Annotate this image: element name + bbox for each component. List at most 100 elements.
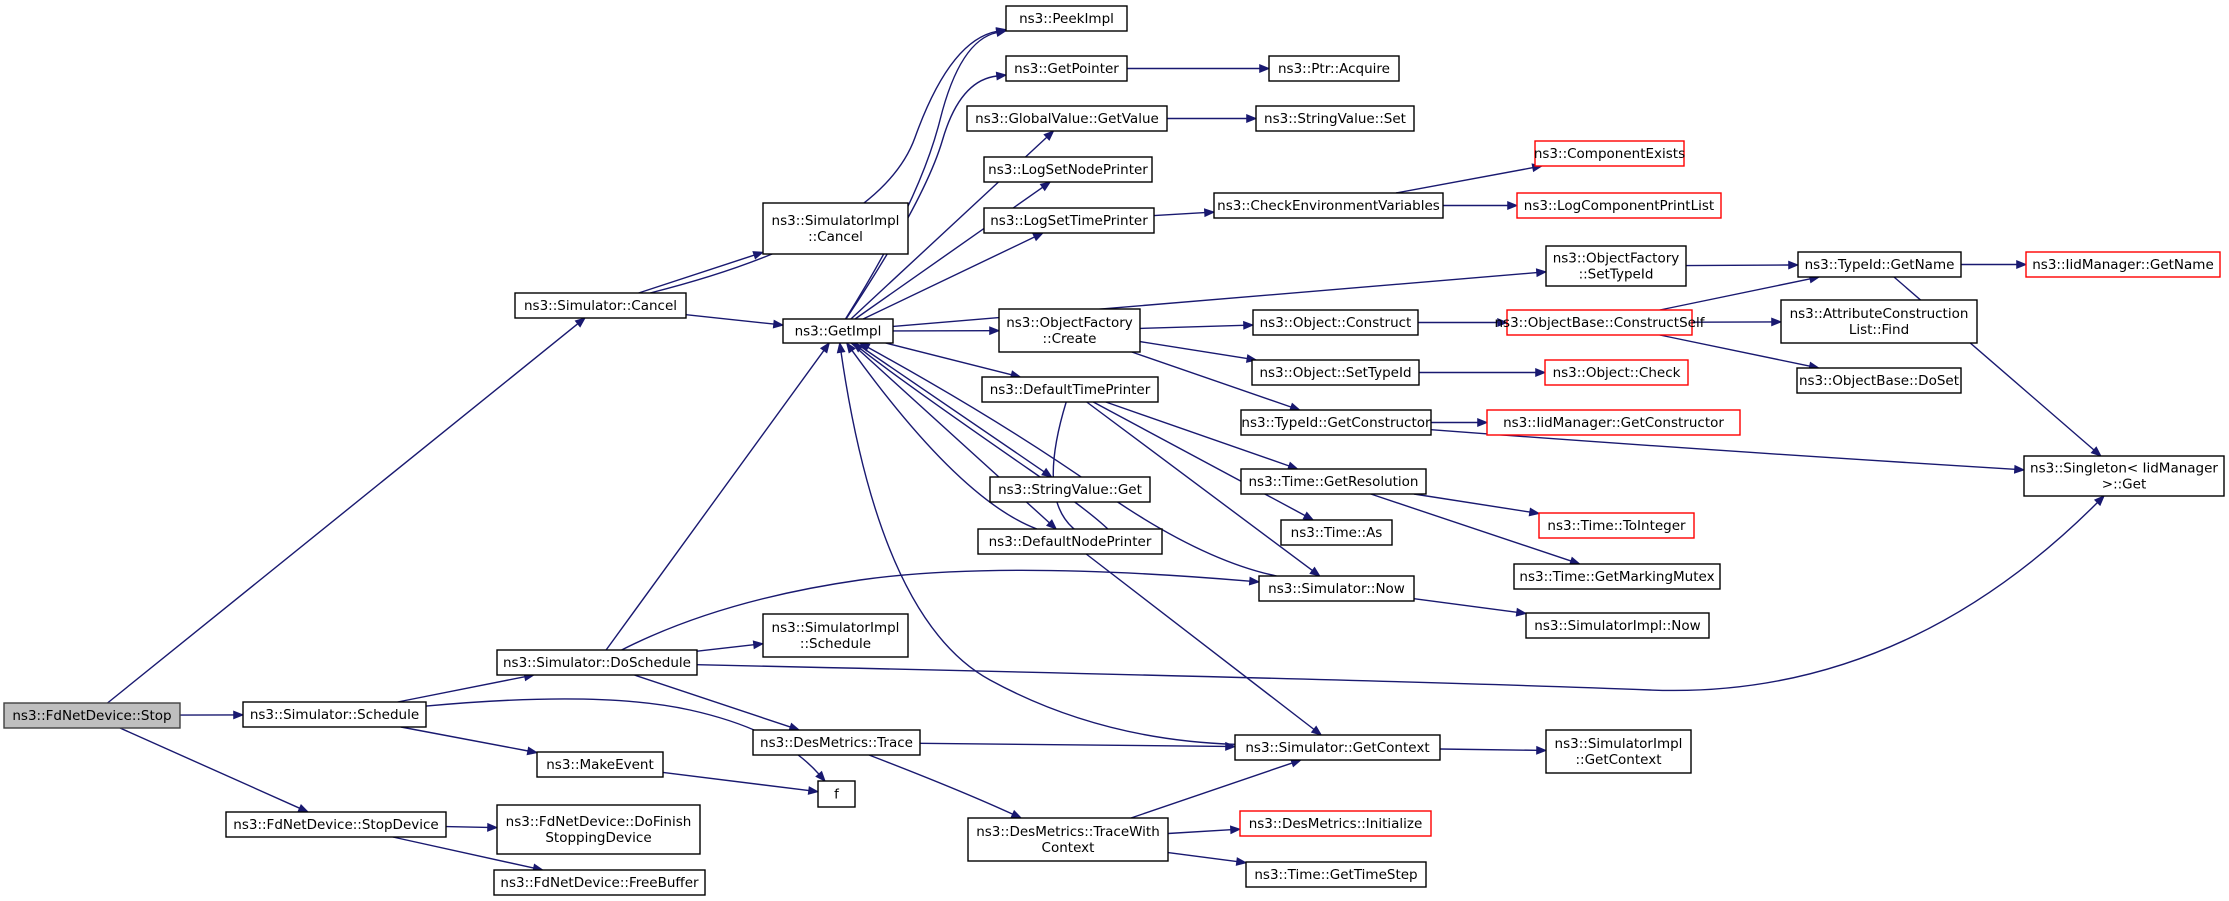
node-stringvalue_get[interactable]: ns3::StringValue::Get bbox=[989, 476, 1151, 503]
node-time_gettimestep[interactable]: ns3::Time::GetTimeStep bbox=[1245, 861, 1427, 888]
node-desmetrics_trace[interactable]: ns3::DesMetrics::Trace bbox=[752, 729, 921, 756]
node-label: List::Find bbox=[1849, 322, 1909, 338]
node-label: ns3::Simulator::DoSchedule bbox=[503, 655, 691, 671]
edge-objectbase_constructself-to-typeid_getname bbox=[1659, 278, 1811, 311]
node-makeevent[interactable]: ns3::MakeEvent bbox=[536, 751, 664, 778]
node-f[interactable]: f bbox=[817, 780, 856, 808]
edge-defaultnodeprinter-to-getimpl bbox=[851, 349, 1038, 530]
arrowhead-objectfactory_create-to-object_construct bbox=[1243, 320, 1255, 330]
node-getpointer[interactable]: ns3::GetPointer bbox=[1005, 55, 1128, 82]
arrowhead-getimpl-to-peekimpl bbox=[995, 28, 1008, 38]
node-box bbox=[1544, 359, 1689, 386]
node-stringvalue_set[interactable]: ns3::StringValue::Set bbox=[1255, 105, 1415, 132]
edge-makeevent-to-f bbox=[662, 771, 810, 792]
arrowhead-simulator_doschedule-to-getimpl bbox=[819, 341, 831, 354]
node-label: ns3::Time::GetMarkingMutex bbox=[1519, 569, 1714, 585]
node-simulatorimpl_schedule[interactable]: ns3::SimulatorImpl::Schedule bbox=[762, 613, 909, 658]
edge-defaulttimeprinter-to-time_as bbox=[1092, 401, 1306, 517]
edge-simulator_schedule-to-makeevent bbox=[400, 726, 529, 752]
node-simulatorimpl_now[interactable]: ns3::SimulatorImpl::Now bbox=[1525, 612, 1710, 639]
node-ptr_acquire[interactable]: ns3::Ptr::Acquire bbox=[1268, 55, 1400, 82]
node-object_settypeid[interactable]: ns3::Object::SetTypeId bbox=[1251, 359, 1420, 386]
node-box bbox=[2023, 455, 2225, 497]
arrowhead-getpointer-to-ptr_acquire bbox=[1259, 64, 1271, 73]
arrowhead-simulator_now-to-simulatorimpl_now bbox=[1515, 607, 1528, 617]
node-typeid_getconstructor[interactable]: ns3::TypeId::GetConstructor bbox=[1240, 409, 1432, 436]
edge-objectfactory_settypeid-to-typeid_getname bbox=[1685, 264, 1790, 267]
edge-getimpl-to-objectfactory_settypeid bbox=[892, 271, 1538, 328]
arrowhead-getimpl-to-stringvalue_get bbox=[1041, 467, 1053, 478]
edge-getimpl-to-peekimpl bbox=[844, 31, 998, 320]
edge-objectbase_constructself-to-objectbase_doset bbox=[1659, 334, 1811, 367]
node-simulator_getcontext[interactable]: ns3::Simulator::GetContext bbox=[1234, 734, 1441, 761]
node-box bbox=[1240, 409, 1432, 436]
node-box bbox=[1534, 140, 1685, 167]
node-label: ns3::FdNetDevice::StopDevice bbox=[233, 817, 438, 833]
node-iidmanager_getconstructor[interactable]: ns3::IidManager::GetConstructor bbox=[1486, 409, 1741, 436]
edge-desmetrics_trace-to-desmetrics_tracewithcontext bbox=[868, 754, 1014, 815]
node-box bbox=[493, 869, 706, 896]
node-peekimpl[interactable]: ns3::PeekImpl bbox=[1005, 5, 1128, 32]
arrowhead-getimpl-to-getpointer bbox=[995, 71, 1008, 81]
arrowhead-logsettimeprinter-to-checkenvvars bbox=[1203, 208, 1216, 218]
node-object_construct[interactable]: ns3::Object::Construct bbox=[1252, 309, 1419, 336]
node-fdnetdevice_stopdevice[interactable]: ns3::FdNetDevice::StopDevice bbox=[225, 811, 447, 838]
node-box bbox=[762, 613, 909, 658]
node-objectbase_constructself[interactable]: ns3::ObjectBase::ConstructSelf bbox=[1495, 309, 1706, 336]
node-time_as[interactable]: ns3::Time::As bbox=[1280, 519, 1393, 546]
node-label: ns3::SimulatorImpl bbox=[772, 620, 900, 636]
node-simulator_now[interactable]: ns3::Simulator::Now bbox=[1258, 575, 1415, 602]
node-defaultnodeprinter[interactable]: ns3::DefaultNodePrinter bbox=[977, 528, 1163, 555]
node-objectfactory_settypeid[interactable]: ns3::ObjectFactory::SetTypeId bbox=[1545, 245, 1687, 287]
node-logsetnodeprinter[interactable]: ns3::LogSetNodePrinter bbox=[983, 156, 1153, 183]
node-simulator_doschedule[interactable]: ns3::Simulator::DoSchedule bbox=[496, 649, 698, 676]
arrowhead-typeid_getname-to-singleton_get bbox=[2090, 446, 2102, 457]
node-desmetrics_initialize[interactable]: ns3::DesMetrics::Initialize bbox=[1239, 810, 1432, 837]
node-box bbox=[2025, 251, 2221, 278]
node-time_tointeger[interactable]: ns3::Time::ToInteger bbox=[1538, 512, 1695, 539]
node-box bbox=[1538, 512, 1695, 539]
node-getimpl[interactable]: ns3::GetImpl bbox=[782, 318, 894, 344]
node-globalvalue_getvalue[interactable]: ns3::GlobalValue::GetValue bbox=[966, 105, 1168, 132]
node-time_getresolution[interactable]: ns3::Time::GetResolution bbox=[1240, 468, 1427, 495]
node-box bbox=[762, 202, 909, 255]
node-logsettimeprinter[interactable]: ns3::LogSetTimePrinter bbox=[983, 207, 1155, 234]
node-logcomponentprintlist[interactable]: ns3::LogComponentPrintList bbox=[1516, 192, 1722, 219]
node-label: ns3::GetPointer bbox=[1014, 61, 1119, 77]
node-time_getmarkingmutex[interactable]: ns3::Time::GetMarkingMutex bbox=[1513, 563, 1721, 590]
node-fdnetdevice_stop[interactable]: ns3::FdNetDevice::Stop bbox=[3, 702, 181, 729]
node-box bbox=[1486, 409, 1741, 436]
arrowhead-simulator_doschedule-to-simulatorimpl_schedule bbox=[752, 640, 765, 650]
node-componentexists[interactable]: ns3::ComponentExists bbox=[1534, 140, 1685, 167]
node-label: ns3::IidManager::GetConstructor bbox=[1503, 415, 1724, 431]
edge-fdnetdevice_stopdevice-to-freebuffer bbox=[392, 836, 535, 869]
node-label: ns3::Object::SetTypeId bbox=[1259, 365, 1411, 381]
arrowhead-simulator_cancel-to-simulatorimpl_cancel bbox=[752, 251, 765, 260]
node-objectfactory_create[interactable]: ns3::ObjectFactory::Create bbox=[998, 308, 1141, 353]
node-singleton_get[interactable]: ns3::Singleton< IidManager >::Get bbox=[2023, 455, 2225, 497]
edge-simulator_doschedule-to-simulator_now bbox=[621, 569, 1251, 651]
node-box bbox=[989, 476, 1151, 503]
edge-logsettimeprinter-to-checkenvvars bbox=[1153, 211, 1206, 217]
node-simulatorimpl_cancel[interactable]: ns3::SimulatorImpl::Cancel bbox=[762, 202, 909, 255]
node-box bbox=[1513, 563, 1721, 590]
node-typeid_getname[interactable]: ns3::TypeId::GetName bbox=[1797, 251, 1962, 278]
node-freebuffer[interactable]: ns3::FdNetDevice::FreeBuffer bbox=[493, 869, 706, 896]
edge-simulator_doschedule-to-singleton_get bbox=[696, 501, 2099, 692]
node-checkenvvars[interactable]: ns3::CheckEnvironmentVariables bbox=[1213, 192, 1444, 219]
edge-fdnetdevice_stop-to-simulator_cancel bbox=[107, 323, 579, 704]
node-object_check[interactable]: ns3::Object::Check bbox=[1544, 359, 1689, 386]
node-simulator_cancel[interactable]: ns3::Simulator::Cancel bbox=[514, 292, 687, 319]
node-defaulttimeprinter[interactable]: ns3::DefaultTimePrinter bbox=[981, 376, 1159, 403]
node-objectbase_doset[interactable]: ns3::ObjectBase::DoSet bbox=[1796, 367, 1962, 394]
arrowhead-simulator_schedule-to-makeevent bbox=[526, 746, 539, 756]
node-iidmanager_getname[interactable]: ns3::IidManager::GetName bbox=[2025, 251, 2221, 278]
node-simulatorimpl_getcontext[interactable]: ns3::SimulatorImpl::GetContext bbox=[1545, 729, 1692, 774]
node-simulator_schedule[interactable]: ns3::Simulator::Schedule bbox=[242, 701, 427, 728]
node-label: ns3::SimulatorImpl bbox=[1555, 736, 1683, 752]
arrowhead-typeid_getconstructor-to-singleton_get bbox=[2013, 464, 2026, 474]
arrowhead-objectfactory_settypeid-to-typeid_getname bbox=[1788, 260, 1800, 270]
